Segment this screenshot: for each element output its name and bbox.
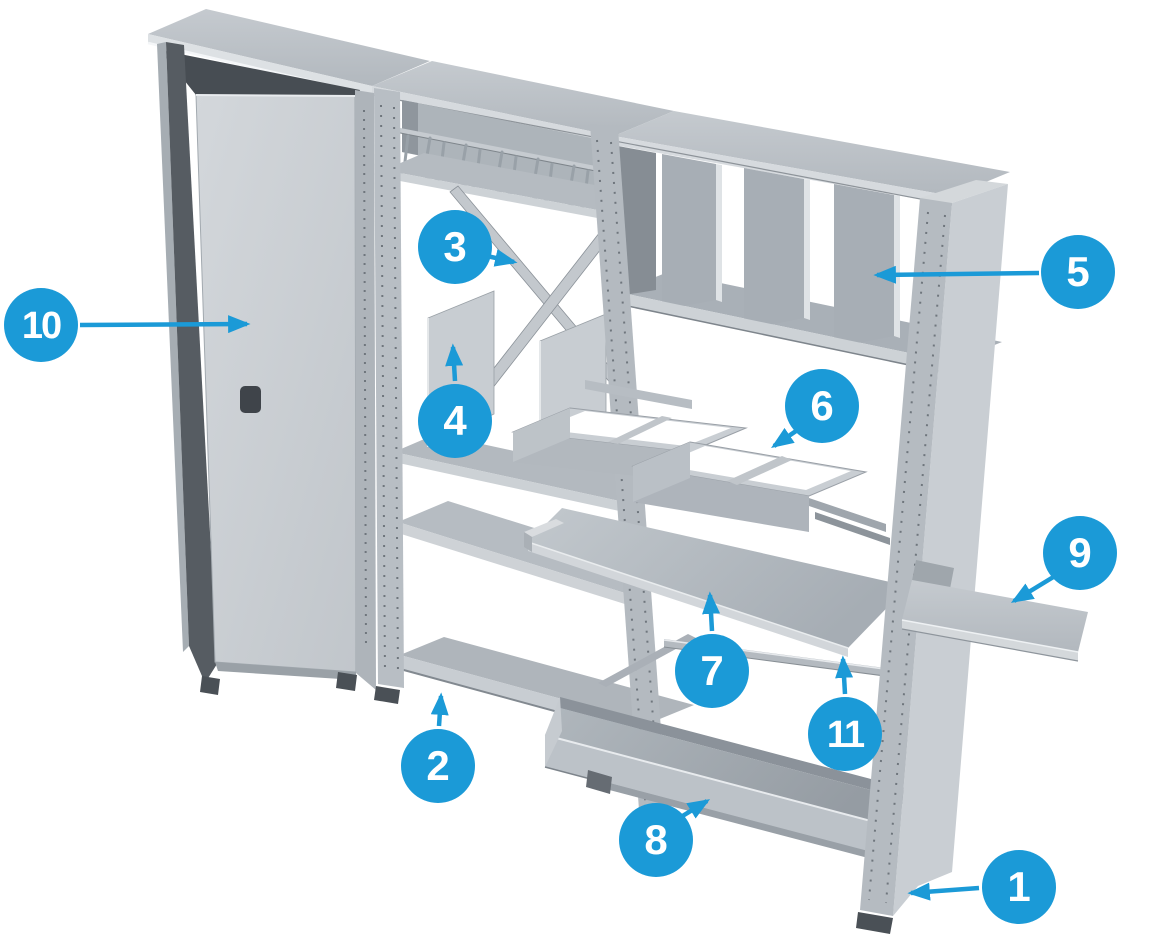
right-bay-top xyxy=(617,146,1002,375)
left-post xyxy=(374,88,404,688)
badge-number: 10 xyxy=(22,305,61,347)
arrow-3 xyxy=(486,249,518,267)
cabinet-door xyxy=(195,94,357,673)
post-foot xyxy=(856,912,893,934)
callout-4: 4 xyxy=(418,384,492,458)
drawer-slide xyxy=(815,512,890,545)
tray-stop xyxy=(586,770,612,794)
callout-5: 5 xyxy=(1041,235,1115,309)
door-handle xyxy=(240,386,261,413)
callout-badges: 1 2 3 4 5 6 7 8 xyxy=(4,210,1117,924)
bottom-shelf xyxy=(400,637,694,723)
cabinet-foot xyxy=(336,672,357,691)
callout-3: 3 xyxy=(418,210,492,284)
small-shelf xyxy=(585,380,692,409)
callout-8: 8 xyxy=(619,803,693,877)
badge-number: 9 xyxy=(1068,529,1091,576)
badge-circle xyxy=(982,850,1056,924)
arrow-4 xyxy=(445,343,464,382)
badge-circle xyxy=(675,634,749,708)
shelf xyxy=(384,153,648,212)
badge-circle xyxy=(1041,235,1115,309)
hook-rail xyxy=(390,126,606,173)
back-panel xyxy=(402,100,612,196)
callout-10: 10 xyxy=(4,288,78,362)
arrow-10 xyxy=(79,315,251,334)
badge-number: 4 xyxy=(443,397,467,444)
bottom-tray xyxy=(544,697,905,859)
right-side-panel xyxy=(893,184,1008,916)
arrow-7 xyxy=(702,591,721,632)
callout-6: 6 xyxy=(785,369,859,443)
cabinet-foot xyxy=(200,676,220,695)
badge-circle xyxy=(418,210,492,284)
right-upright xyxy=(856,180,1008,934)
vertical-divider xyxy=(834,184,894,348)
badge-number: 8 xyxy=(644,816,667,863)
badge-circle xyxy=(4,288,78,362)
badge-circle xyxy=(418,384,492,458)
callout-2: 2 xyxy=(401,729,475,803)
top-panels xyxy=(147,9,1010,206)
arrow-11 xyxy=(835,655,854,695)
arrow-5 xyxy=(873,265,1040,284)
arrow-1 xyxy=(907,882,980,901)
vertical-divider xyxy=(744,168,804,330)
cabinet-interior-shadow xyxy=(160,50,360,99)
callout-7: 7 xyxy=(675,634,749,708)
side-shelf xyxy=(901,560,1088,662)
badge-number: 2 xyxy=(426,742,449,789)
post-foot xyxy=(374,686,400,704)
badge-number: 3 xyxy=(443,223,466,270)
cabinet xyxy=(157,42,376,695)
tray-slide xyxy=(598,780,872,859)
badge-circle xyxy=(619,803,693,877)
badge-circle xyxy=(401,729,475,803)
badge-number: 6 xyxy=(810,382,833,429)
callout-9: 9 xyxy=(1043,516,1117,590)
badge-circle xyxy=(808,697,882,771)
callout-1: 1 xyxy=(982,850,1056,924)
uprights xyxy=(374,88,670,874)
badge-number: 5 xyxy=(1066,248,1089,295)
arrow-2 xyxy=(430,692,449,727)
badge-number: 1 xyxy=(1007,863,1030,910)
arrow-6 xyxy=(771,427,801,449)
callout-arrows xyxy=(79,249,1057,901)
badge-circle xyxy=(785,369,859,443)
callout-11: 11 xyxy=(808,697,882,771)
right-post xyxy=(860,198,952,916)
surface-lip xyxy=(524,519,564,537)
badge-number: 7 xyxy=(700,647,723,694)
badge-circle xyxy=(1043,516,1117,590)
badge-number: 11 xyxy=(827,714,865,756)
cabinet-side-panel xyxy=(166,42,217,683)
arrow-9 xyxy=(1010,574,1057,603)
drawer-slide xyxy=(809,498,886,532)
middle-post xyxy=(590,124,670,856)
vertical-divider xyxy=(662,154,716,310)
pull-out-frames xyxy=(511,407,890,545)
